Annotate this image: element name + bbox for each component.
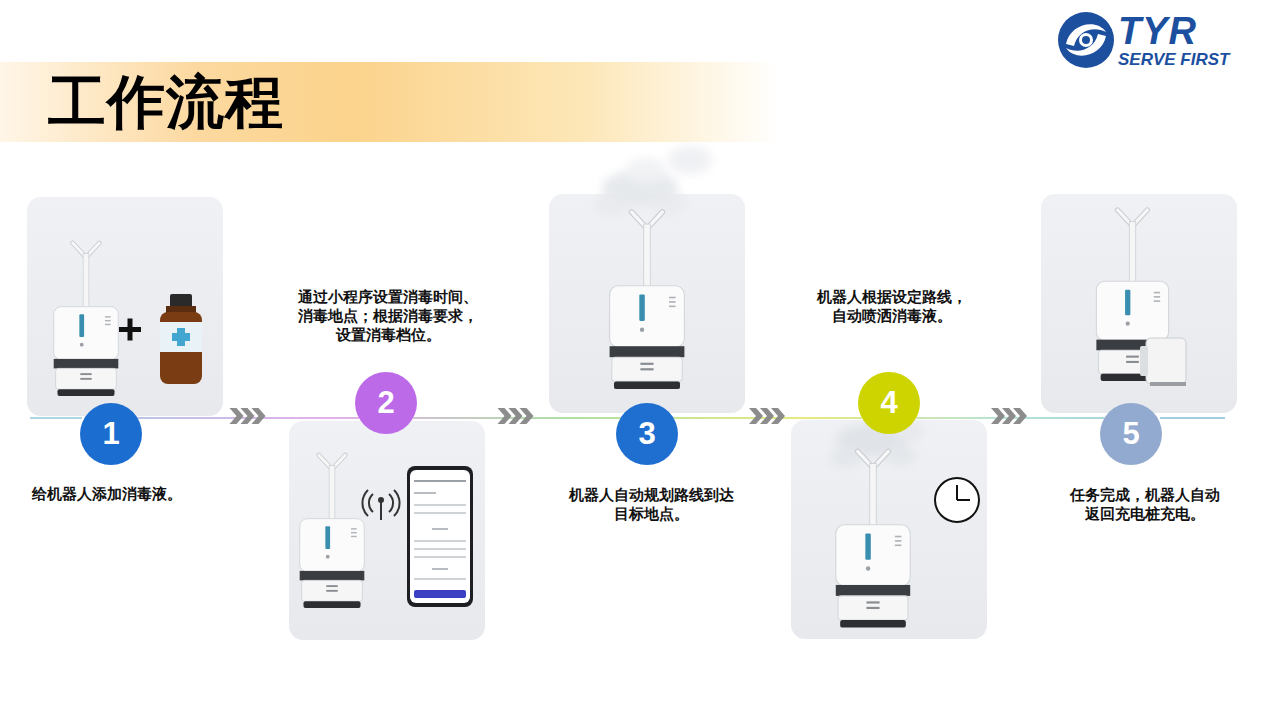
chevron-arrow: [230, 408, 244, 424]
photo-panel: [27, 197, 223, 416]
step-description: 通过小程序设置消毒时间、消毒地点；根据消毒要求，设置消毒档位。: [294, 287, 482, 344]
logo-mark: [1058, 12, 1114, 68]
robot-figure: [610, 212, 685, 389]
photo-panel: [791, 420, 987, 639]
flow-connector: [916, 408, 1104, 424]
flow-connector: [138, 408, 359, 424]
step-description: 机器人根据设定路线，自动喷洒消毒液。: [813, 287, 971, 325]
mist-cloud: [594, 146, 712, 216]
timeline-line: [1160, 417, 1225, 418]
step-number: 2: [355, 372, 417, 434]
slide-title: 工作流程: [48, 66, 284, 138]
step-number: 5: [1100, 403, 1162, 465]
step-circle: 3机器人自动规划路线到达目标地点。: [616, 403, 678, 465]
plus-sign: [119, 319, 141, 341]
step-description: 任务完成，机器人自动返回充电桩充电。: [1066, 485, 1224, 523]
chevron-arrow: [760, 408, 774, 424]
step-description: 给机器人添加消毒液。: [32, 484, 204, 503]
chevron-arrow: [520, 408, 534, 424]
photo-panel: [549, 194, 745, 413]
step-number: 1: [80, 403, 142, 465]
step-circle: 1给机器人添加消毒液。: [80, 403, 142, 465]
photo-panel: [289, 421, 485, 640]
chevron-arrow: [509, 408, 523, 424]
step-number: 4: [858, 372, 920, 434]
bottle-figure: [160, 294, 202, 384]
robot-figure: [300, 455, 365, 608]
chevron-arrow: [991, 408, 1005, 424]
charging-pile: [1140, 338, 1186, 386]
chevron-arrow: [252, 408, 266, 424]
chevron-arrow: [749, 408, 763, 424]
step-circle: 2通过小程序设置消毒时间、消毒地点；根据消毒要求，设置消毒档位。: [355, 372, 417, 434]
wifi-symbol: [362, 490, 399, 520]
photo-panel: [1041, 194, 1237, 413]
chevron-arrow: [498, 408, 512, 424]
chevron-arrow: [1002, 408, 1016, 424]
step-circle: 5任务完成，机器人自动返回充电桩充电。: [1100, 403, 1162, 465]
phone-figure: [407, 466, 473, 607]
chevron-arrow: [241, 408, 255, 424]
clock-symbol: [935, 478, 979, 522]
logo-text: TYR: [1118, 10, 1197, 52]
chevron-arrow: [1013, 408, 1027, 424]
step-circle: 4机器人根据设定路线，自动喷洒消毒液。: [858, 372, 920, 434]
step-number: 3: [616, 403, 678, 465]
timeline-line: [30, 417, 82, 418]
robot-figure: [54, 243, 119, 396]
flow-connector: [413, 408, 620, 424]
logo-slogan: SERVE FIRST: [1118, 50, 1229, 70]
flow-connector: [674, 408, 862, 424]
robot-figure: [836, 451, 910, 627]
chevron-arrow: [771, 408, 785, 424]
step-description: 机器人自动规划路线到达目标地点。: [564, 485, 738, 523]
